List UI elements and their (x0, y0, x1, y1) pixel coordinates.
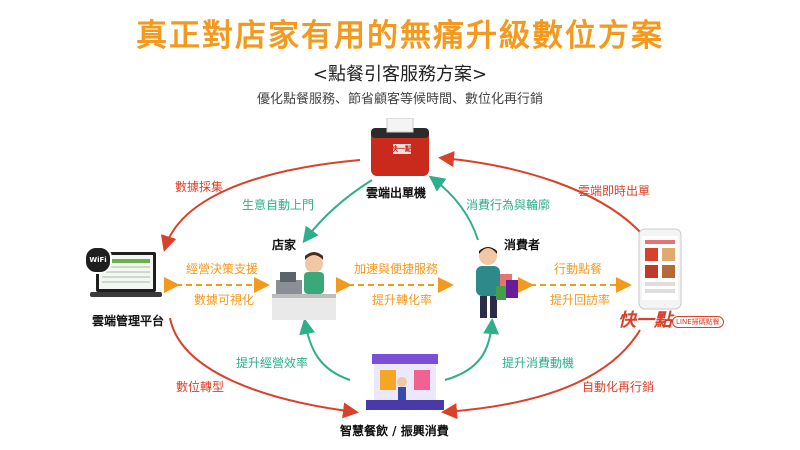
smart-dining-illustration (360, 346, 450, 412)
label-decision-support: 經營決策支援 (186, 262, 259, 276)
label-instant-print: 雲端即時出單 (578, 184, 651, 198)
arrow-smart-to-consumer (444, 318, 500, 381)
brand-tag: LINE掃碼點餐 (672, 316, 724, 328)
label-data-visual: 數據可視化 (194, 293, 255, 307)
node-label-cloud: 雲端管理平台 (92, 314, 165, 328)
label-revisit: 提升回訪率 (550, 293, 611, 307)
store-illustration (272, 250, 336, 320)
arrow-consumer-to-printer (428, 175, 479, 241)
arrow-phone-to-smart (441, 329, 641, 420)
arrow-smart-to-store (299, 318, 351, 381)
label-conversion: 提升轉化率 (372, 293, 433, 307)
arrow-printer-to-cloud (160, 159, 361, 252)
label-spending: 提升消費動機 (502, 356, 575, 370)
page-subtitle: <點餐引客服務方案> (312, 64, 488, 85)
node-label-store: 店家 (272, 238, 297, 252)
node-label-smart: 智慧餐飲 / 振興消費 (340, 424, 449, 438)
page-title: 真正對店家有用的無痛升級數位方案 (136, 18, 664, 54)
arrow-printer-to-store (302, 179, 373, 244)
phone-illustration (638, 228, 682, 310)
arrow-phone-to-printer (438, 151, 641, 233)
cloud-printer-illustration: 快一點 (365, 117, 435, 180)
wifi-icon: WiFi (84, 246, 112, 274)
label-digital: 數位轉型 (176, 380, 225, 394)
label-fast-service: 加速與便捷服務 (354, 262, 439, 276)
arrow-cloud-to-smart (169, 317, 359, 419)
consumer-illustration (460, 244, 524, 320)
brand-logo: 快一點 (618, 310, 672, 331)
node-label-printer: 雲端出單機 (366, 186, 427, 200)
label-auto-customers: 生意自動上門 (242, 198, 315, 212)
printer-logo: 快一點 (391, 145, 412, 153)
label-efficiency: 提升經營效率 (236, 356, 309, 370)
page-subline: 優化點餐服務、節省顧客等候時間、數位化再行銷 (256, 92, 543, 107)
node-label-consumer: 消費者 (504, 238, 541, 252)
label-remarketing: 自動化再行銷 (582, 380, 655, 394)
label-behavior: 消費行為與輪廓 (466, 198, 551, 212)
label-data-collect: 數據採集 (175, 180, 224, 194)
label-mobile-order: 行動點餐 (554, 262, 603, 276)
